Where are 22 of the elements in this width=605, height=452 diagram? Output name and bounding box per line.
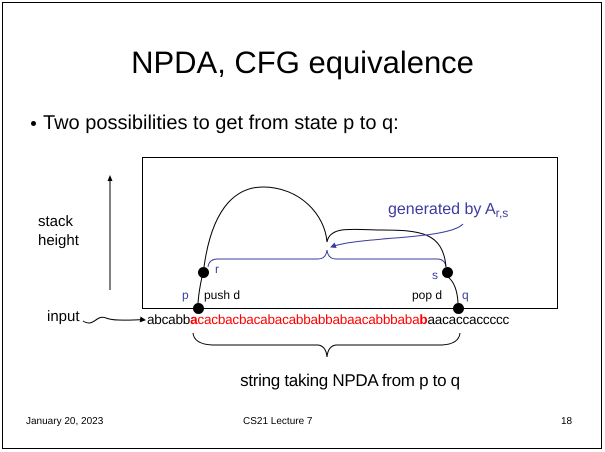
- arrow: [82, 316, 146, 324]
- stack-curve: [198, 276, 202, 304]
- axis-label: stack height: [38, 212, 80, 250]
- input-label: input: [47, 308, 80, 326]
- state-label: r: [215, 262, 219, 276]
- state-label: p: [182, 288, 189, 302]
- brace-label: string taking NPDA from p to q: [239, 370, 461, 392]
- state-label: s: [432, 268, 438, 282]
- bracket: [208, 250, 446, 268]
- leader-line: [330, 224, 464, 248]
- stack-curve: [448, 276, 458, 304]
- page-number: 18: [561, 415, 572, 428]
- stack-curve: [204, 186, 446, 268]
- state-label: pop d: [412, 288, 442, 302]
- footer-title: CS21 Lecture 7: [243, 415, 312, 428]
- state-label: q: [462, 288, 469, 302]
- annotation-text: generated by A$_{r,s}$: [388, 200, 508, 220]
- footer-date: January 20, 2023: [26, 415, 104, 428]
- title: NPDA, CFG equivalence: [130, 44, 475, 82]
- input-string: abcabbacacbacbacabacabbabbabaacabbbababaacaccaccccc: [147, 311, 510, 329]
- bullet-text: Two possibilities to get from state p to q:: [43, 111, 399, 136]
- state-label: push d: [204, 288, 240, 302]
